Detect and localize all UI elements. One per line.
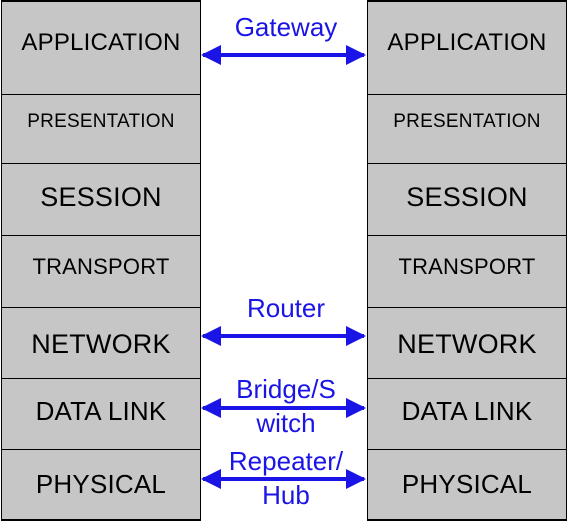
gateway-label: Gateway bbox=[234, 12, 338, 42]
repeater-hub-label-line2: Hub bbox=[262, 480, 310, 510]
left-osi-stack: APPLICATION PRESENTATION SESSION TRANSPO… bbox=[1, 0, 201, 521]
left-layer-network: NETWORK bbox=[1, 308, 201, 379]
left-layer-physical-label: PHYSICAL bbox=[35, 469, 167, 499]
right-layer-transport-label: TRANSPORT bbox=[398, 253, 536, 279]
left-layer-transport-label: TRANSPORT bbox=[32, 253, 170, 279]
repeater-hub-label-line1: Repeater/ bbox=[228, 446, 344, 476]
right-layer-physical: PHYSICAL bbox=[367, 450, 567, 519]
left-layer-presentation: PRESENTATION bbox=[1, 95, 201, 164]
right-layer-session: SESSION bbox=[367, 164, 567, 236]
left-layer-transport: TRANSPORT bbox=[1, 236, 201, 308]
right-layer-application-label: APPLICATION bbox=[387, 29, 547, 56]
left-layer-presentation-label: PRESENTATION bbox=[27, 111, 175, 132]
left-layer-data-link-label: DATA LINK bbox=[35, 395, 167, 426]
bridge-switch-label-line2: witch bbox=[256, 408, 316, 438]
right-layer-physical-label: PHYSICAL bbox=[401, 469, 533, 499]
right-layer-transport: TRANSPORT bbox=[367, 236, 567, 308]
left-layer-session-label: SESSION bbox=[40, 182, 162, 212]
right-layer-session-label: SESSION bbox=[406, 182, 528, 212]
right-layer-presentation-label: PRESENTATION bbox=[393, 111, 541, 132]
right-layer-presentation: PRESENTATION bbox=[367, 95, 567, 164]
right-layer-network-label: NETWORK bbox=[397, 328, 537, 359]
left-layer-application: APPLICATION bbox=[1, 2, 201, 95]
router-label: Router bbox=[246, 293, 326, 323]
left-layer-physical: PHYSICAL bbox=[1, 450, 201, 519]
right-layer-data-link: DATA LINK bbox=[367, 379, 567, 450]
left-layer-application-label: APPLICATION bbox=[21, 29, 181, 56]
right-layer-network: NETWORK bbox=[367, 308, 567, 379]
left-layer-session: SESSION bbox=[1, 164, 201, 236]
left-layer-data-link: DATA LINK bbox=[1, 379, 201, 450]
right-osi-stack: APPLICATION PRESENTATION SESSION TRANSPO… bbox=[367, 0, 567, 521]
bridge-switch-label-line1: Bridge/S bbox=[236, 374, 336, 404]
right-layer-data-link-label: DATA LINK bbox=[401, 395, 533, 426]
right-layer-application: APPLICATION bbox=[367, 2, 567, 95]
left-layer-network-label: NETWORK bbox=[31, 328, 171, 359]
